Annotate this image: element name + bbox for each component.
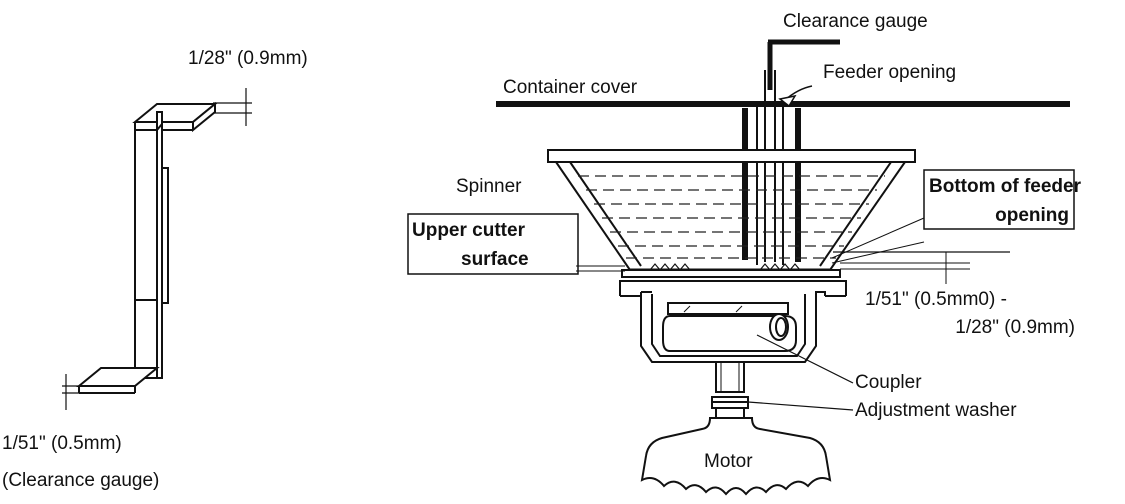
coupler bbox=[662, 302, 797, 352]
adjustment-washer bbox=[711, 396, 749, 419]
clearance-gauge-drawing bbox=[76, 101, 218, 394]
box-upper-cutter bbox=[407, 213, 579, 275]
label-container-cover: Container cover bbox=[503, 77, 638, 98]
gauge-caption: (Clearance gauge) bbox=[2, 470, 159, 491]
gauge-bottom-dimension-label: 1/51" (0.5mm) bbox=[2, 433, 122, 454]
gauge-dimension-marks bbox=[62, 88, 252, 410]
label-upper-cutter-line1: Upper cutter bbox=[412, 220, 526, 241]
label-feeder-opening: Feeder opening bbox=[823, 62, 956, 83]
label-bottom-feeder-line1: Bottom of feeder bbox=[929, 176, 1082, 197]
label-coupler: Coupler bbox=[855, 372, 922, 393]
feeder-opening-arrow bbox=[778, 85, 813, 108]
leader-lines bbox=[747, 251, 1010, 411]
label-bottom-feeder-line2: opening bbox=[995, 205, 1069, 226]
feeder-opening-tube bbox=[742, 104, 801, 265]
label-motor: Motor bbox=[704, 451, 753, 472]
label-gap-range-line2: 1/28" (0.9mm) bbox=[955, 317, 1075, 338]
cutter-base bbox=[621, 269, 841, 278]
motor-shaft bbox=[715, 361, 745, 393]
box-bottom-feeder bbox=[923, 169, 1075, 230]
motor-body bbox=[640, 417, 832, 496]
spinner-housing bbox=[619, 280, 847, 363]
label-upper-cutter-line2: surface bbox=[461, 249, 529, 270]
gauge-top-dimension-label: 1/28" (0.9mm) bbox=[188, 48, 308, 69]
label-adjustment-washer: Adjustment washer bbox=[855, 400, 1017, 421]
label-clearance-gauge: Clearance gauge bbox=[783, 11, 928, 32]
spinner-contents bbox=[578, 175, 885, 259]
label-gap-range-line1: 1/51" (0.5mm0) - bbox=[865, 289, 1007, 310]
label-spinner: Spinner bbox=[456, 176, 522, 197]
